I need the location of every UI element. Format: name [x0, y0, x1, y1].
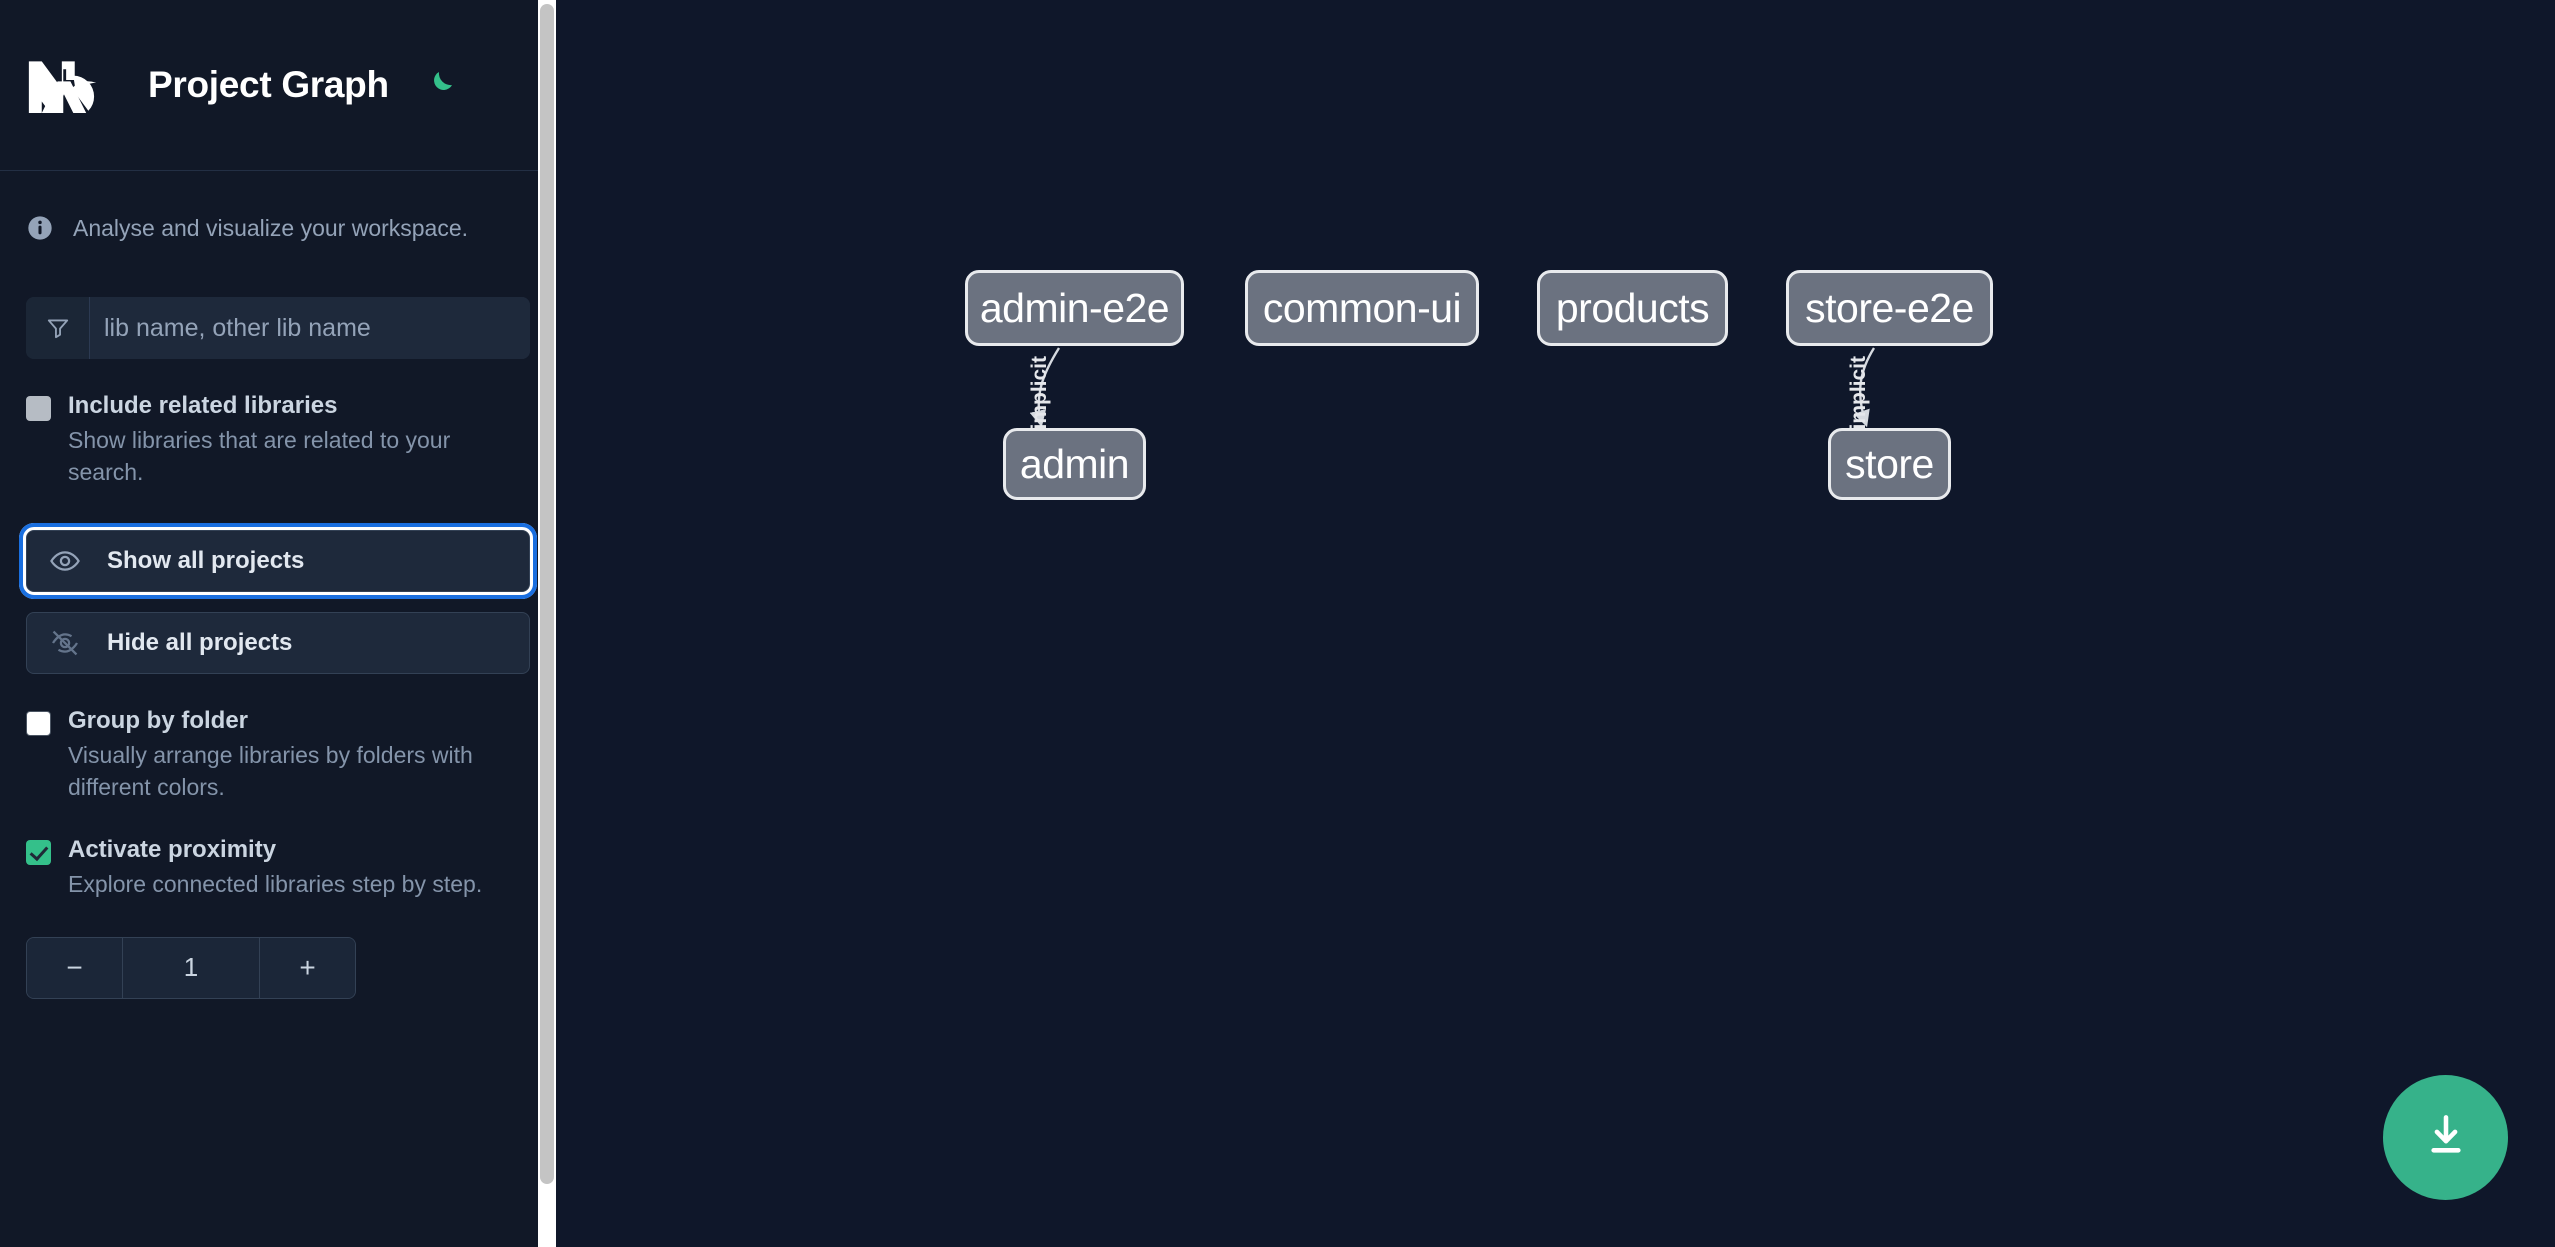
sidebar: Project Graph Analyse and visualize your…: [0, 0, 556, 1247]
edge-label-admin-implicit: implicit: [1028, 356, 1051, 430]
option-label: Activate proximity: [68, 835, 277, 863]
option-label: Include related libraries: [68, 392, 338, 419]
proximity-value: 1: [183, 952, 199, 982]
edge-label-store-implicit: implicit: [1847, 356, 1870, 430]
nx-logo: [26, 54, 112, 116]
graph-node-label: admin: [1019, 440, 1130, 487]
graph-node-label: store-e2e: [1805, 284, 1974, 331]
show-all-projects-button[interactable]: Show all projects: [19, 522, 537, 599]
workspace-info-text: Analyse and visualize your workspace.: [73, 214, 469, 241]
hide-all-projects-button[interactable]: Hide all projects: [26, 611, 530, 674]
option-description: Explore connected libraries step by step…: [68, 871, 483, 898]
graph-node-label: store: [1845, 440, 1934, 487]
option-description: Visually arrange libraries by folders wi…: [68, 742, 473, 800]
option-description: Show libraries that are related to your …: [68, 427, 451, 485]
workspace-info: Analyse and visualize your workspace.: [0, 171, 556, 253]
option-activate-proximity[interactable]: Activate proximity Explore connected lib…: [26, 835, 530, 901]
download-graph-button[interactable]: [2383, 1075, 2508, 1200]
info-circle-icon: [26, 214, 54, 242]
option-label: Group by folder: [68, 706, 248, 734]
option-include-related-libraries[interactable]: Include related libraries Show libraries…: [26, 392, 530, 488]
proximity-decrement-button[interactable]: −: [27, 937, 123, 998]
filter-funnel-icon: [26, 297, 90, 359]
graph-node-products[interactable]: products: [1537, 270, 1728, 346]
visibility-button-group: Show all projects Hide all projects: [19, 522, 537, 674]
show-all-projects-label: Show all projects: [107, 546, 305, 574]
page-title: Project Graph: [148, 64, 389, 105]
moon-icon: [424, 68, 456, 103]
sidebar-body: Include related libraries Show libraries…: [0, 297, 556, 999]
graph-node-store[interactable]: store: [1828, 428, 1951, 500]
sidebar-scrollbar-thumb[interactable]: [540, 4, 554, 1184]
checkbox-group-by-folder[interactable]: [26, 710, 51, 736]
sidebar-header: Project Graph: [0, 0, 556, 171]
download-icon: [2420, 1110, 2472, 1165]
eye-off-icon: [49, 627, 89, 659]
graph-node-admin[interactable]: admin: [1003, 428, 1146, 500]
checkbox-include-related-libraries[interactable]: [26, 396, 51, 421]
theme-toggle-button[interactable]: [419, 64, 461, 106]
graph-node-label: admin-e2e: [979, 284, 1170, 331]
graph-node-admin-e2e[interactable]: admin-e2e: [965, 270, 1184, 346]
search-field[interactable]: [26, 297, 530, 359]
hide-all-projects-label: Hide all projects: [107, 628, 293, 656]
graph-node-label: products: [1555, 284, 1710, 331]
graph-canvas[interactable]: admin-e2e common-ui products store-e2e a…: [556, 0, 2555, 1247]
sidebar-scrollbar[interactable]: [538, 0, 556, 1247]
proximity-stepper[interactable]: − 1 +: [26, 936, 356, 999]
search-input[interactable]: [90, 297, 530, 359]
graph-edges: [1029, 347, 1876, 428]
option-group-by-folder[interactable]: Group by folder Visually arrange librari…: [26, 706, 530, 803]
graph-node-common-ui[interactable]: common-ui: [1245, 270, 1479, 346]
checkbox-activate-proximity[interactable]: [26, 839, 51, 865]
proximity-increment-button[interactable]: +: [259, 937, 355, 998]
graph-node-label: common-ui: [1262, 284, 1462, 331]
graph-node-store-e2e[interactable]: store-e2e: [1786, 270, 1993, 346]
eye-icon: [49, 545, 89, 577]
